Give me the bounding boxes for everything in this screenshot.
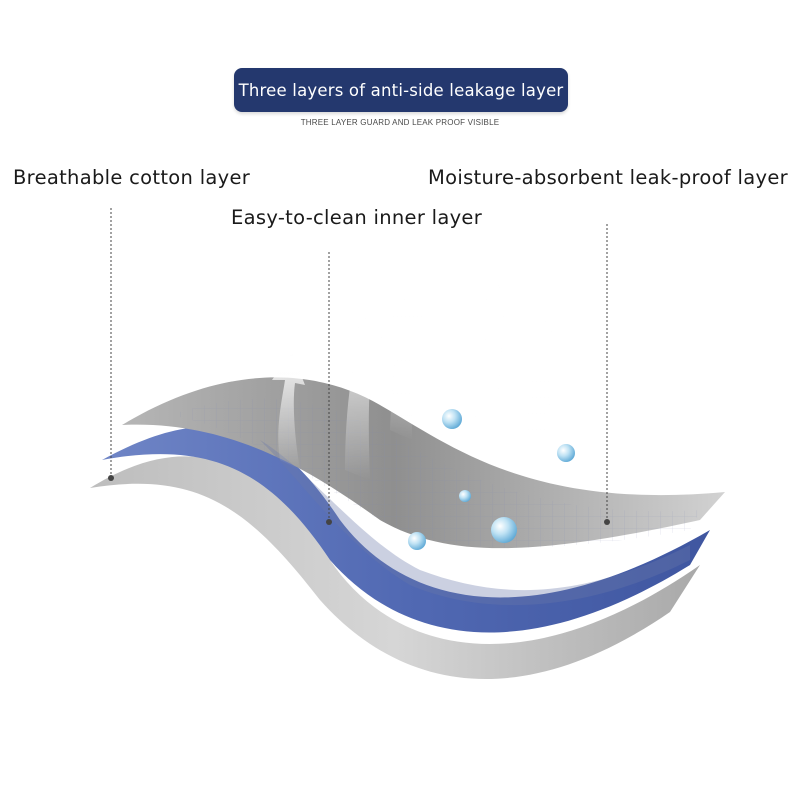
- leader-dot-cotton: [108, 475, 114, 481]
- label-breathable-cotton-layer: Breathable cotton layer: [13, 166, 251, 189]
- leader-dot-moisture: [604, 519, 610, 525]
- leader-lines: [110, 208, 608, 520]
- leader-dot-inner: [326, 519, 332, 525]
- water-droplet-icon: [408, 409, 575, 550]
- label-moisture-absorbent-layer: Moisture-absorbent leak-proof layer: [428, 166, 788, 189]
- label-easy-to-clean-inner-layer: Easy-to-clean inner layer: [231, 206, 483, 229]
- subtitle-text: THREE LAYER GUARD AND LEAK PROOF VISIBLE: [300, 118, 500, 127]
- blue-layer: [102, 426, 710, 633]
- title-text: Three layers of anti-side leakage layer: [238, 80, 564, 100]
- title-banner: Three layers of anti-side leakage layer: [234, 68, 568, 112]
- up-arrow-icon: [272, 284, 562, 480]
- bottom-layer: [90, 456, 700, 680]
